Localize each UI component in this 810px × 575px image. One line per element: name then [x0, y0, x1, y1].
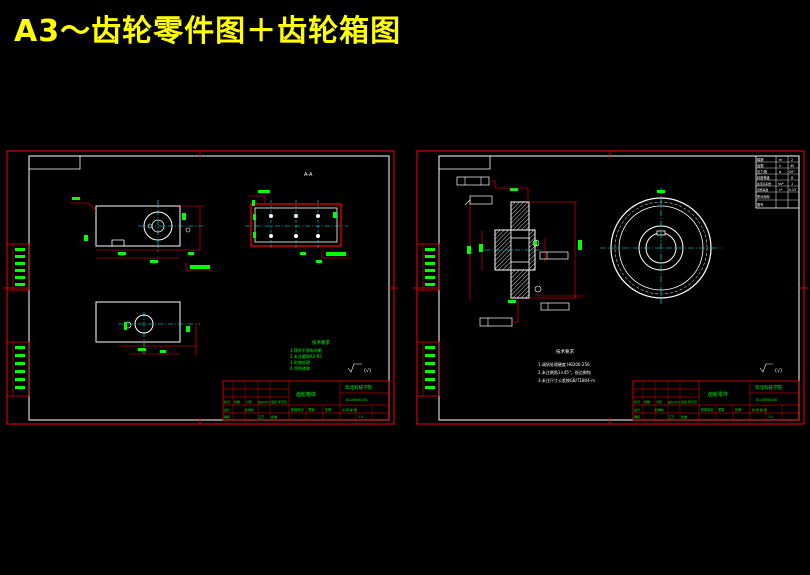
housing-section-view[interactable]: A-A — [245, 172, 350, 263]
left-sign-cell: 分区 — [246, 399, 252, 404]
left-drawing-sheet[interactable]: A-A 技术要求 1.铸件不得有砂眼 — [3, 150, 398, 425]
left-title-block: 齿轮箱体 华北科技学院 JS-00000-00 标记 处数 分区 更改文件号 签… — [222, 380, 390, 421]
param-value: 8 — [791, 176, 793, 180]
left-school: 华北科技学院 — [345, 384, 372, 391]
right-scale: 1:1 — [768, 415, 773, 419]
right-margin-strip — [416, 243, 440, 397]
right-approval-cell: 设计 — [634, 407, 640, 412]
param-name: 齿数 — [757, 163, 764, 168]
housing-front-view[interactable] — [70, 197, 212, 271]
right-approval-cell: 工艺 — [668, 414, 674, 419]
right-sign-cell: 处数 — [644, 399, 650, 404]
left-tech-title: 技术要求 — [312, 339, 330, 346]
right-approval-cell: 批准 — [681, 414, 687, 419]
left-margin-strip — [6, 243, 30, 397]
right-approval-cell: 审核 — [634, 414, 640, 419]
right-sign-cell: 分区 — [656, 399, 662, 404]
right-sign-cell: 签名 — [681, 399, 687, 404]
housing-top-view[interactable] — [95, 301, 200, 356]
right-tech-line-3: 3.未注尺寸公差按GB/T1804-m — [538, 377, 595, 383]
section-label: A-A — [304, 172, 313, 178]
right-sign-cell: 更改文件号 — [668, 400, 681, 404]
param-value: 20° — [789, 170, 795, 174]
left-drawing-no: JS-00000-00 — [345, 398, 367, 402]
left-approval-cell: 批准 — [271, 414, 277, 419]
left-sign-cell: 标记 — [224, 399, 230, 404]
right-approval-cell: 标准化 — [655, 407, 664, 412]
param-name: 配对齿轮 — [757, 194, 771, 199]
right-title-block: 齿轮零件 华北科技学院 JS-00000-00 标记 处数 分区 更改文件号 签… — [632, 380, 800, 421]
right-projection-box — [439, 156, 491, 170]
param-value: 40 — [790, 164, 794, 168]
left-sheet-border — [6, 150, 395, 425]
right-tech-requirements: 技术要求 1.调质处理硬度 HB200-250 2.未注倒角1×45°，锐边倒钝… — [538, 348, 595, 383]
left-projection-box — [29, 156, 81, 170]
param-name: 模数 — [757, 157, 764, 162]
param-name: 顶隙系数 — [757, 188, 768, 192]
param-value: 0.25 — [789, 188, 796, 192]
right-sheet-frame — [438, 155, 800, 421]
right-drawing-no: JS-00000-00 — [755, 398, 777, 402]
left-sign-cell: 签名 — [271, 399, 277, 404]
left-tech-line-4: 4.涂防锈漆 — [290, 365, 310, 371]
left-tech-line-3: 3.时效处理 — [290, 359, 310, 365]
param-symbol: c* — [779, 188, 783, 192]
left-sheet-frame — [28, 155, 390, 421]
gear-parameter-table: 模数 m 2 齿数 z 40 压力角 α 20° 精度等级 8 齿顶高系数 ha… — [755, 155, 800, 209]
right-stage-cell: 比例 — [735, 407, 741, 412]
left-approval-cell: 工艺 — [258, 414, 264, 419]
param-name: 图号 — [757, 202, 763, 207]
left-approval-cell: 标准化 — [245, 407, 254, 412]
right-sheet-info: 共 张 第 张 — [752, 407, 767, 412]
left-approval-cell: 设计 — [224, 407, 230, 412]
param-symbol: α — [779, 170, 782, 174]
right-drawing-sheet[interactable]: 模数 m 2 齿数 z 40 压力角 α 20° 精度等级 8 齿顶高系数 ha… — [413, 150, 808, 425]
gear-front-view[interactable] — [600, 188, 722, 306]
param-name: 压力角 — [757, 169, 767, 174]
left-sign-cell: 年月日 — [278, 399, 287, 404]
left-sheet-info: 共 张 第 张 — [342, 407, 357, 412]
param-value: 2 — [791, 158, 793, 162]
param-value: 1 — [791, 182, 793, 186]
right-tech-title: 技术要求 — [556, 348, 574, 355]
left-sign-cell: 更改文件号 — [258, 400, 271, 404]
right-sign-cell: 标记 — [634, 399, 640, 404]
left-drawing-name: 齿轮箱体 — [296, 391, 316, 398]
left-approval-cell: 审核 — [224, 414, 230, 419]
param-name: 齿顶高系数 — [757, 182, 771, 186]
right-tech-line-2: 2.未注倒角1×45°，锐边倒钝 — [538, 369, 591, 375]
param-name: 精度等级 — [757, 175, 771, 180]
left-stage-cell: 比例 — [325, 407, 331, 412]
left-scale: 1:1 — [358, 415, 363, 419]
param-symbol: m — [779, 158, 783, 162]
right-sign-cell: 年月日 — [688, 399, 697, 404]
right-stage-cell: 阶段标记 — [701, 407, 715, 412]
page-title: A3～齿轮零件图＋齿轮箱图 — [14, 14, 402, 49]
gear-section-view[interactable] — [456, 176, 585, 327]
left-sign-cell: 处数 — [234, 399, 240, 404]
left-stage-cell: 阶段标记 — [291, 407, 305, 412]
right-sheet-border — [416, 150, 805, 425]
left-tech-line-1: 1.铸件不得有砂眼 — [290, 347, 322, 353]
left-stage-cell: 重量 — [308, 407, 315, 412]
right-drawing-name: 齿轮零件 — [708, 391, 728, 398]
right-stage-cell: 重量 — [718, 407, 725, 412]
left-surface-symbol: (√) — [364, 368, 371, 374]
left-tech-requirements: 技术要求 1.铸件不得有砂眼 2.未注圆角R3-R5 3.时效处理 4.涂防锈漆 — [290, 339, 330, 371]
right-surface-symbol: (√) — [775, 368, 782, 374]
left-tech-line-2: 2.未注圆角R3-R5 — [290, 353, 322, 359]
param-symbol: z — [779, 164, 781, 168]
param-symbol: ha* — [778, 182, 784, 186]
right-school: 华北科技学院 — [755, 384, 782, 391]
right-tech-line-1: 1.调质处理硬度 HB200-250 — [538, 361, 590, 367]
